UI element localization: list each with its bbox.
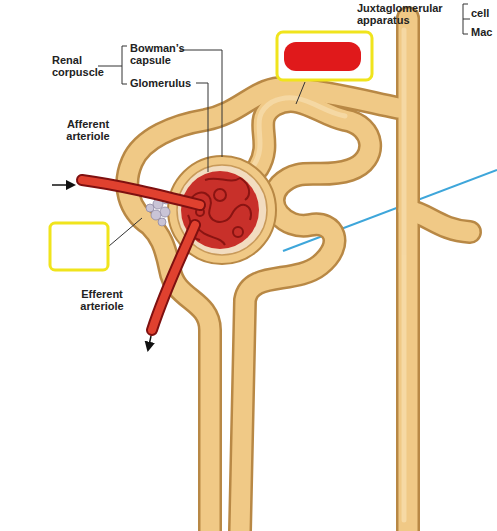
- tubule-highlight: [254, 30, 404, 520]
- answer-cover: [284, 42, 361, 71]
- tubule-outline: [127, 18, 470, 531]
- answer-box: [50, 223, 108, 270]
- leader-lines: [98, 4, 470, 246]
- part-label: Glomerulus: [130, 77, 200, 89]
- flow-arrow: [148, 336, 151, 350]
- part-label: cell: [471, 7, 495, 19]
- part-label: Efferent arteriole: [68, 288, 136, 312]
- part-label: Bowman’s capsule: [130, 42, 190, 66]
- part-label: Juxtaglomerular apparatus: [357, 2, 459, 26]
- flow-arrow: [52, 184, 74, 186]
- capillary-loops: [188, 178, 251, 245]
- part-label: Mac: [471, 26, 495, 38]
- part-label: Renal corpuscle: [52, 54, 98, 78]
- answer-box: [277, 32, 372, 80]
- tubule: [127, 18, 470, 531]
- part-label: Afferent arteriole: [54, 118, 122, 142]
